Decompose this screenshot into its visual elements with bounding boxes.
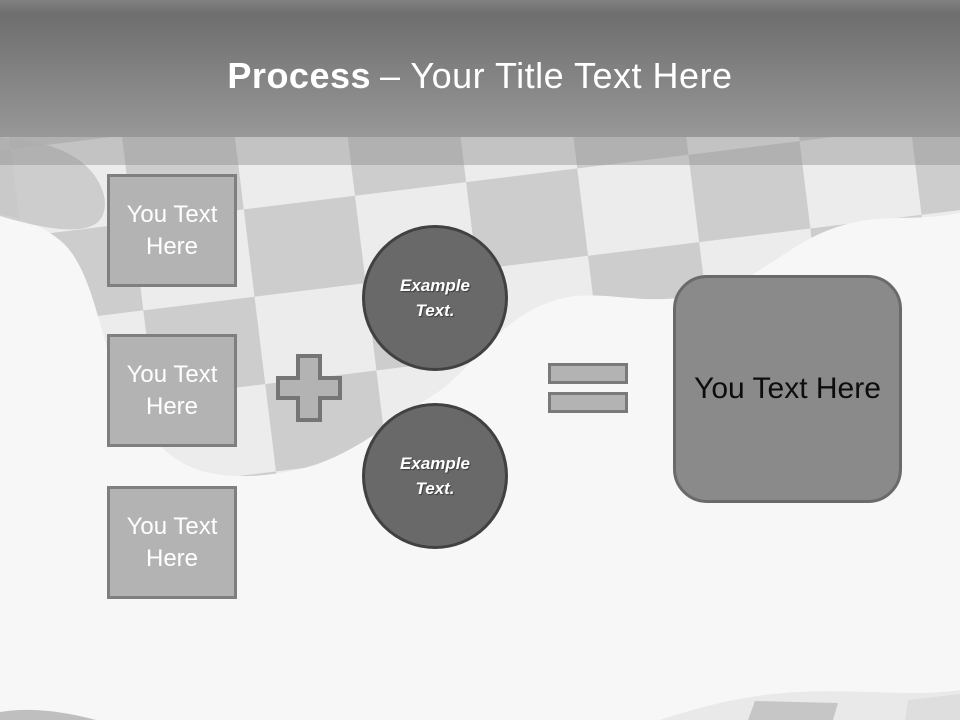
bottom-right-flag-dark-cell-2 [905, 694, 960, 720]
title-keyword: Process [227, 54, 372, 96]
header-underlay-band [0, 137, 960, 165]
source-box-2: You Text Here [107, 334, 237, 447]
example-circle-1-label: Example Text. [400, 275, 470, 321]
source-box-1: You Text Here [107, 174, 237, 287]
source-box-2-label: You Text Here [126, 360, 218, 420]
source-box-3-label: You Text Here [126, 512, 218, 572]
plus-icon [276, 354, 342, 422]
result-box-label: You Text Here [694, 372, 881, 405]
source-box-3: You Text Here [107, 486, 237, 599]
example-circle-2-label: Example Text. [400, 453, 470, 499]
slide-title: Process– Your Title Text Here [227, 55, 732, 97]
title-subtitle: – Your Title Text Here [380, 54, 733, 96]
flag-left-fold [0, 137, 105, 230]
equals-top-bar [548, 363, 628, 384]
bottom-left-flag-fragment [0, 709, 96, 720]
example-circle-1: Example Text. [362, 225, 508, 371]
equals-icon [548, 363, 628, 413]
source-box-1-label: You Text Here [126, 200, 218, 260]
slide-header: Process– Your Title Text Here [0, 0, 960, 137]
result-box: You Text Here [673, 275, 902, 503]
equals-bottom-bar [548, 392, 628, 413]
bottom-right-flag-dark-cell [748, 701, 838, 720]
example-circle-2: Example Text. [362, 403, 508, 549]
